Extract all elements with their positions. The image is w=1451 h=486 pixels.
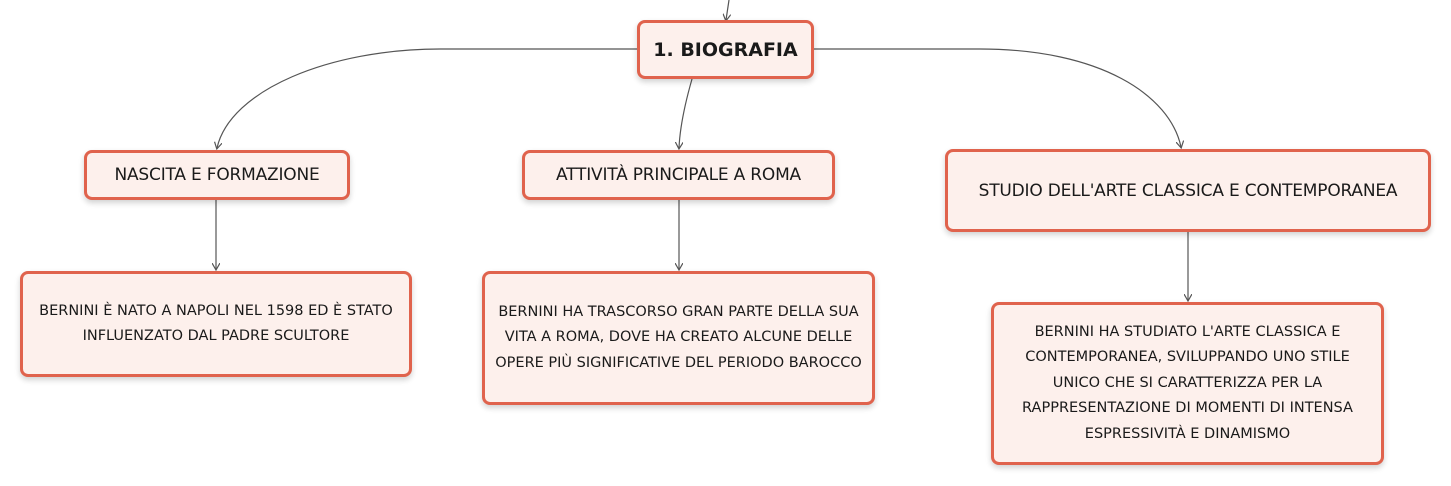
connector-root-to-topic-1	[217, 48, 637, 148]
topic-node-studio[interactable]: STUDIO DELL'ARTE CLASSICA E CONTEMPORANE…	[945, 149, 1431, 232]
root-node[interactable]: 1. BIOGRAFIA	[637, 20, 814, 79]
connector-root-to-topic-3	[814, 48, 1181, 147]
connector-parent-to-root	[726, 0, 729, 20]
detail-text: BERNINI HA STUDIATO L'ARTE CLASSICA E CO…	[1022, 324, 1353, 442]
detail-node-studio[interactable]: BERNINI HA STUDIATO L'ARTE CLASSICA E CO…	[991, 302, 1384, 465]
topic-label: ATTIVITÀ PRINCIPALE A ROMA	[556, 165, 801, 185]
connector-root-to-topic-2	[679, 78, 693, 148]
topic-label: STUDIO DELL'ARTE CLASSICA E CONTEMPORANE…	[978, 180, 1398, 201]
detail-node-nascita[interactable]: BERNINI È NATO A NAPOLI NEL 1598 ED È ST…	[20, 271, 412, 377]
root-label: 1. BIOGRAFIA	[653, 38, 798, 61]
detail-node-attivita[interactable]: BERNINI HA TRASCORSO GRAN PARTE DELLA SU…	[482, 271, 875, 405]
topic-node-nascita[interactable]: NASCITA E FORMAZIONE	[84, 150, 350, 200]
topic-node-attivita[interactable]: ATTIVITÀ PRINCIPALE A ROMA	[522, 150, 835, 200]
detail-text: BERNINI È NATO A NAPOLI NEL 1598 ED È ST…	[39, 302, 393, 344]
topic-label: NASCITA E FORMAZIONE	[114, 165, 320, 185]
detail-text: BERNINI HA TRASCORSO GRAN PARTE DELLA SU…	[495, 303, 862, 371]
